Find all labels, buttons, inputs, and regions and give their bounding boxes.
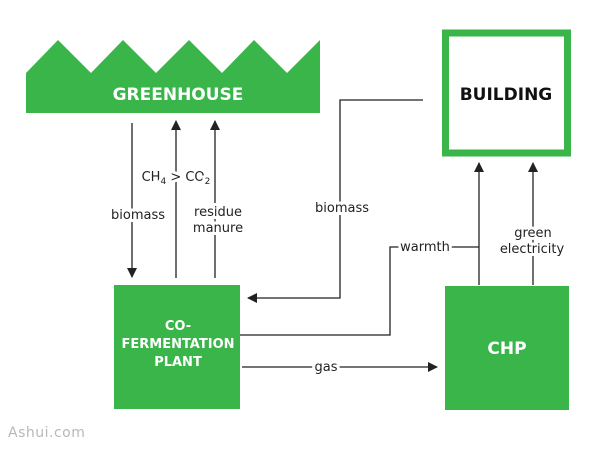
greenhouse-label: GREENHOUSE — [113, 85, 244, 105]
greenhouse-node: GREENHOUSE — [26, 40, 320, 113]
ch4-rest: > CO — [166, 170, 204, 185]
building-shape — [442, 29, 571, 157]
warmth-label: warmth — [400, 240, 450, 255]
green-label: green — [514, 226, 552, 241]
chp-label: CHP — [487, 339, 526, 359]
biomass-building-label: biomass — [315, 201, 369, 216]
plant-label-line3: PLANT — [154, 355, 202, 370]
plant-label-line1: CO- — [165, 319, 191, 334]
biomass-building-arrow — [247, 99, 423, 303]
warmth-line — [240, 246, 479, 336]
chp-shape — [445, 286, 569, 410]
co-fermentation-plant-node: CO- FERMENTATION PLANT — [114, 285, 240, 409]
gas-label: gas — [315, 360, 338, 375]
manure-label: manure — [193, 221, 243, 236]
co2-subscript: 2 — [205, 177, 211, 187]
building-label: BUILDING — [460, 85, 553, 105]
building-node: BUILDING — [442, 29, 571, 157]
ch4-co2-label: CH4 > CO2 — [142, 170, 211, 187]
plant-label-line2: FERMENTATION — [121, 337, 234, 352]
biomass-left-label: biomass — [111, 208, 165, 223]
watermark: Ashui.com — [8, 425, 86, 441]
chp-node: CHP — [445, 286, 569, 410]
greenhouse-shape — [26, 40, 320, 113]
electricity-label: electricity — [500, 242, 565, 257]
residue-label: residue — [194, 205, 242, 220]
plant-shape — [114, 285, 240, 409]
ch4-main: CH — [142, 170, 161, 185]
